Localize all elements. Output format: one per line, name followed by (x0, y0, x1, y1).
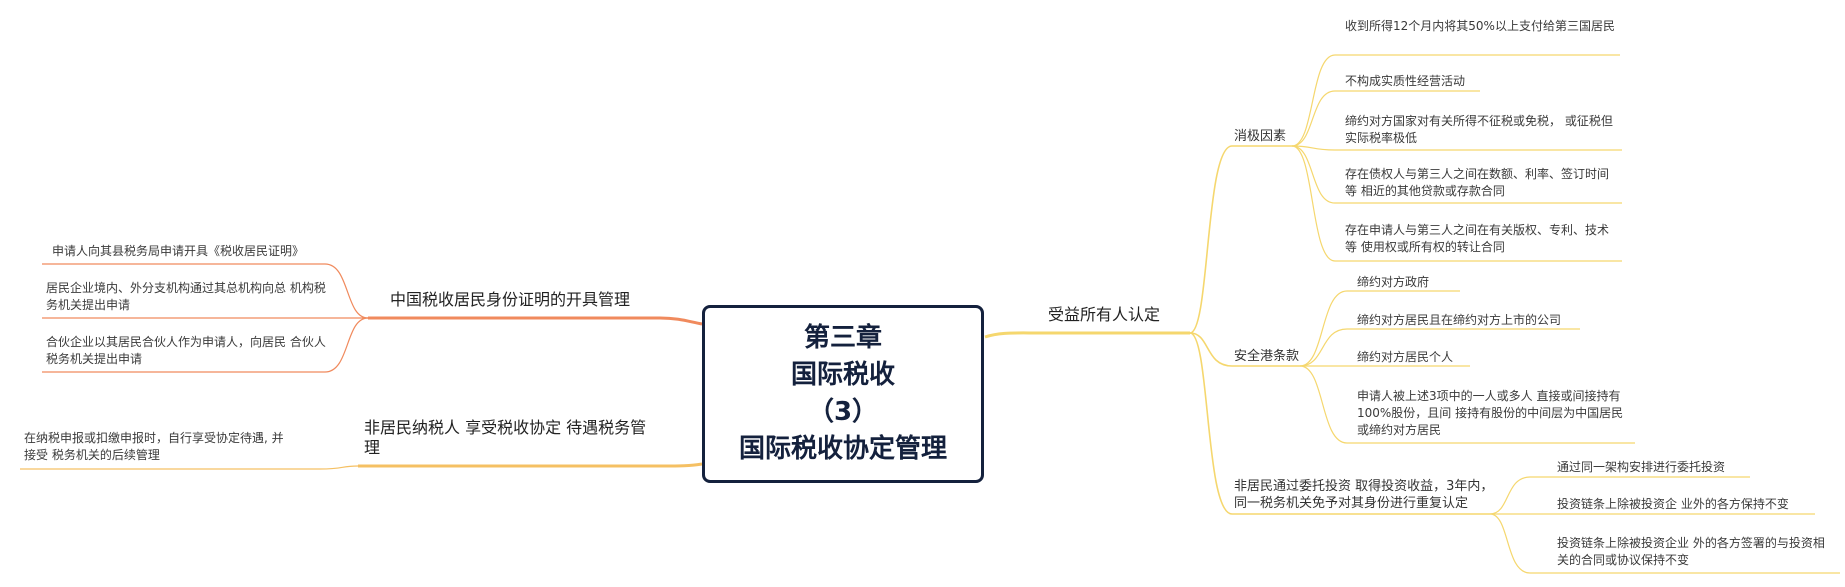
link-neg-2 (1291, 90, 1480, 147)
leaf-cert-2[interactable]: 居民企业境内、外分支机构通过其总机构向总 机构税务机关提出申请 (46, 281, 326, 312)
link-neg-4 (1291, 145, 1622, 204)
leaf-safe-4[interactable]: 申请人被上述3项中的一人或多人 直接或间接持有100%股份，且间 接持有股份的中… (1357, 389, 1624, 437)
link-safe-2 (1299, 328, 1580, 367)
link-root-beneficial-owner (984, 331, 1190, 339)
leaf-neg-3[interactable]: 缔约对方国家对有关所得不征税或免税， 或征税但实际税率极低 (1345, 114, 1613, 145)
link-cert-3 (42, 317, 369, 373)
link-to-safe-harbor (1189, 332, 1300, 367)
leaf-safe-3[interactable]: 缔约对方居民个人 (1357, 350, 1454, 364)
root-line-1: 第三章 (803, 323, 882, 353)
link-root-treaty-benefits (358, 462, 703, 468)
link-inv-1 (1489, 476, 1750, 515)
link-to-negative-factors (1189, 145, 1292, 334)
link-cert-1 (42, 263, 369, 319)
leaf-inv-2[interactable]: 投资链条上除被投资企 业外的各方保持不变 (1557, 497, 1789, 511)
group-safe-harbor[interactable]: 安全港条款 (1234, 349, 1300, 364)
leaf-inv-3[interactable]: 投资链条上除被投资企业 外的各方签署的与投资相 关的合同或协议保持不变 (1557, 536, 1825, 567)
group-negative-factors[interactable]: 消极因素 (1234, 129, 1287, 144)
topic-beneficial-owner[interactable]: 受益所有人认定 (1048, 305, 1161, 324)
root-line-4: 国际税收协定管理 (738, 434, 947, 464)
leaf-cert-3[interactable]: 合伙企业以其居民合伙人作为申请人，向居民 合伙人税务机关提出申请 (46, 335, 326, 366)
link-neg-3 (1291, 145, 1622, 151)
link-safe-1 (1299, 290, 1460, 367)
link-inv-3 (1489, 513, 1840, 574)
link-neg-5 (1291, 145, 1622, 262)
leaf-neg-1[interactable]: 收到所得12个月内将其50%以上支付给第三国居民 (1345, 19, 1615, 33)
group-entrusted-investment[interactable]: 非居民通过委托投资 取得投资收益，3年内，同一税务机关免予对其身份进行重复认定 (1234, 479, 1494, 511)
link-neg-1 (1291, 54, 1620, 147)
link-benefit-1 (20, 465, 359, 470)
leaf-cert-1[interactable]: 申请人向其县税务局申请开具《税收居民证明》 (52, 244, 305, 258)
leaf-inv-1[interactable]: 通过同一架构安排进行委托投资 (1557, 460, 1726, 474)
leaf-neg-2[interactable]: 不构成实质性经营活动 (1345, 74, 1466, 88)
root-line-3: （3） (807, 397, 879, 427)
link-to-entrusted-investment (1189, 332, 1490, 515)
leaf-neg-4[interactable]: 存在债权人与第三人之间在数额、利率、签订时间等 相近的其他贷款或存款合同 (1345, 167, 1610, 198)
root-topic[interactable]: 第三章 国际税收 （3） 国际税收协定管理 (702, 305, 984, 483)
leaf-benefit-1[interactable]: 在纳税申报或扣缴申报时，自行享受协定待遇, 并接受 税务机关的后续管理 (24, 431, 284, 462)
topic-residency-certificate[interactable]: 中国税收居民身份证明的开具管理 (390, 290, 631, 309)
leaf-safe-2[interactable]: 缔约对方居民且在缔约对方上市的公司 (1357, 313, 1562, 327)
leaf-neg-5[interactable]: 存在申请人与第三人之间在有关版权、专利、技术等 使用权或所有权的转让合同 (1345, 223, 1610, 254)
root-line-2: 国际税收 (790, 360, 895, 390)
link-safe-4 (1299, 365, 1635, 444)
link-root-residency-certificate (368, 316, 703, 326)
leaf-safe-1[interactable]: 缔约对方政府 (1357, 275, 1430, 289)
topic-treaty-benefits[interactable]: 非居民纳税人 享受税收协定 待遇税务管理 (364, 418, 647, 457)
